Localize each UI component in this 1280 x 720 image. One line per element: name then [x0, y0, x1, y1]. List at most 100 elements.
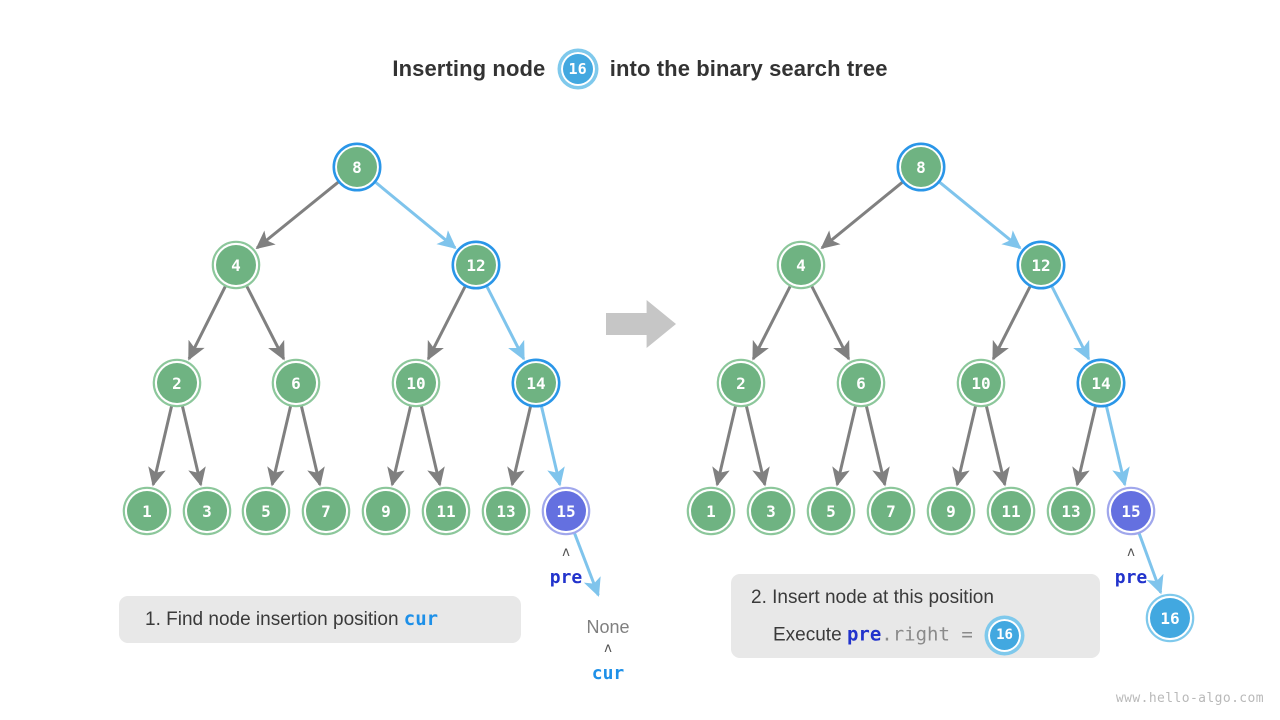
tree-edge [751, 284, 792, 361]
tree-node-11[interactable]: 11 [421, 486, 471, 536]
pointer-label-pre: pre [1114, 567, 1148, 588]
caption-step-1: 1. Find node insertion position cur [119, 596, 521, 643]
tree-node-label: 13 [496, 502, 515, 521]
tree-node-label: 9 [946, 502, 956, 521]
tree-node-3[interactable]: 3 [746, 486, 796, 536]
tree-edge [255, 180, 341, 250]
tree-edge [984, 405, 1010, 487]
caption-2-keyword-pre: pre [846, 623, 882, 646]
tree-node-label: 5 [826, 502, 836, 521]
caption-step-2: 2. Insert node at this position Execute … [731, 574, 1100, 658]
tree-node-8[interactable]: 8 [332, 142, 382, 192]
caption-2-execute-label: Execute [773, 624, 842, 646]
tree-node-label: 2 [172, 374, 182, 393]
tree-edge [1072, 405, 1098, 487]
tree-node-label: 14 [1091, 374, 1110, 393]
caption-2-node-16: 16 [988, 619, 1022, 652]
page-title: Inserting node 16 into the binary search… [0, 52, 1280, 86]
tree-edge [373, 180, 457, 249]
tree-node-label: 10 [406, 374, 425, 393]
caption-2-expression: .right = [881, 623, 973, 646]
tree-node-label: 13 [1061, 502, 1080, 521]
tree-node-9[interactable]: 9 [361, 486, 411, 536]
tree-node-label: 4 [796, 256, 806, 275]
tree-node-14[interactable]: 14 [1076, 358, 1126, 408]
tree-node-label: 12 [1031, 256, 1050, 275]
caption-2-line-2: Execute pre.right = 16 [751, 619, 1100, 652]
tree-node-10[interactable]: 10 [956, 358, 1006, 408]
tree-node-label: 12 [466, 256, 485, 275]
tree-node-13[interactable]: 13 [481, 486, 531, 536]
tree-node-3[interactable]: 3 [182, 486, 232, 536]
tree-node-label: 15 [1121, 502, 1140, 521]
caption-2-line-1: 2. Insert node at this position [751, 587, 1100, 609]
tree-edge [572, 531, 601, 597]
tree-edge [712, 405, 738, 487]
step-arrow-icon [606, 300, 676, 348]
caption-2-text: Insert node at this position [772, 587, 994, 608]
tree-edge [299, 405, 325, 487]
tree-node-8[interactable]: 8 [896, 142, 946, 192]
tree-node-12[interactable]: 12 [1016, 240, 1066, 290]
tree-node-15[interactable]: 15 [1106, 486, 1156, 536]
tree-edge [539, 405, 565, 487]
tree-node-10[interactable]: 10 [391, 358, 441, 408]
tree-edge [810, 284, 851, 361]
tree-node-label: 6 [856, 374, 866, 393]
tree-edges [148, 180, 1164, 597]
tree-node-label: 3 [202, 502, 212, 521]
tree-node-12[interactable]: 12 [451, 240, 501, 290]
tree-node-6[interactable]: 6 [836, 358, 886, 408]
tree-edge [180, 405, 206, 487]
watermark: www.hello-algo.com [1115, 691, 1264, 706]
tree-node-label: 2 [736, 374, 746, 393]
tree-node-label: 4 [231, 256, 241, 275]
caption-2-index: 2. [751, 587, 767, 608]
tree-edge [485, 284, 526, 361]
tree-node-6[interactable]: 6 [271, 358, 321, 408]
tree-edge [1050, 284, 1091, 361]
tree-edge [387, 405, 413, 487]
tree-node-label: 10 [971, 374, 990, 393]
tree-node-label: 15 [556, 502, 575, 521]
tree-node-16[interactable]: 16 [1145, 593, 1195, 643]
tree-edge [744, 405, 770, 487]
tree-edge [991, 284, 1032, 361]
tree-edge [267, 405, 293, 487]
tree-node-label: 11 [1001, 502, 1020, 521]
tree-node-5[interactable]: 5 [241, 486, 291, 536]
tree-node-5[interactable]: 5 [806, 486, 856, 536]
tree-node-4[interactable]: 4 [776, 240, 826, 290]
tree-edge [1137, 532, 1164, 595]
tree-node-label: 14 [526, 374, 545, 393]
tree-node-7[interactable]: 7 [301, 486, 351, 536]
tree-node-2[interactable]: 2 [152, 358, 202, 408]
pointer-caret-icon: ʌ [562, 545, 570, 560]
tree-node-15[interactable]: 15 [541, 486, 591, 536]
tree-node-label: 7 [886, 502, 896, 521]
caption-1-index: 1. [145, 609, 161, 630]
tree-edge [148, 405, 174, 487]
tree-node-2[interactable]: 2 [716, 358, 766, 408]
tree-edge [952, 405, 978, 487]
tree-edge [245, 284, 286, 361]
title-prefix: Inserting node [392, 56, 546, 81]
tree-edge [419, 405, 445, 487]
caption-1-text: Find node insertion position [166, 609, 399, 630]
tree-node-7[interactable]: 7 [866, 486, 916, 536]
tree-node-9[interactable]: 9 [926, 486, 976, 536]
tree-edge [832, 405, 858, 487]
tree-node-1[interactable]: 1 [122, 486, 172, 536]
none-label: None [586, 617, 630, 637]
caption-1-keyword-cur: cur [403, 608, 439, 630]
tree-node-label: 16 [1160, 609, 1179, 628]
tree-node-14[interactable]: 14 [511, 358, 561, 408]
tree-edge [187, 284, 228, 361]
tree-node-11[interactable]: 11 [986, 486, 1036, 536]
tree-node-label: 1 [142, 502, 152, 521]
tree-node-13[interactable]: 13 [1046, 486, 1096, 536]
tree-node-1[interactable]: 1 [686, 486, 736, 536]
tree-node-4[interactable]: 4 [211, 240, 261, 290]
